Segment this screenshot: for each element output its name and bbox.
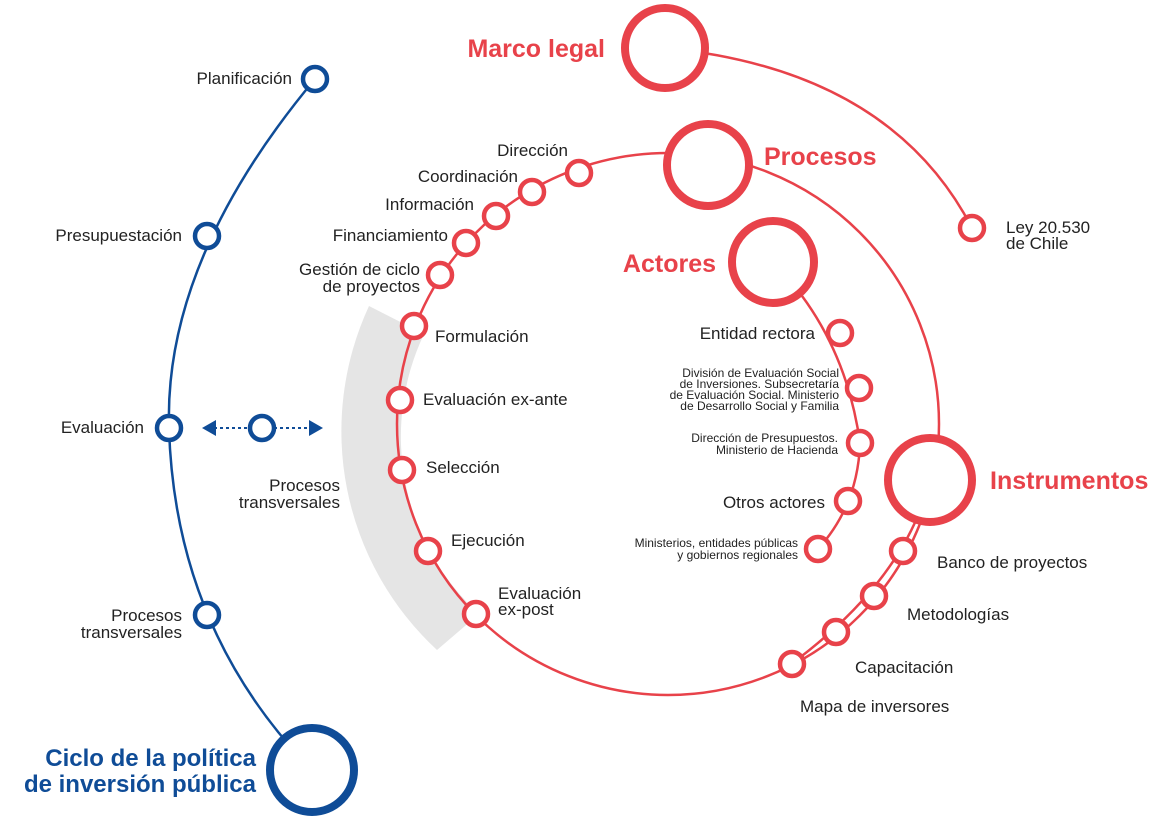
ex-ante-node xyxy=(385,385,415,415)
presupuestacion-node xyxy=(192,221,222,251)
ciclo-title-line1: Ciclo de la política xyxy=(45,745,256,772)
capacitacion-label: Capacitación xyxy=(855,658,953,677)
gestion-label-line1: Gestión de ciclo xyxy=(299,260,420,279)
procesos-node xyxy=(663,120,753,210)
instrumentos-title: Instrumentos xyxy=(990,467,1148,495)
banco-label: Banco de proyectos xyxy=(937,553,1087,572)
division-label-line2: de Inversiones. Subsecretaría xyxy=(680,377,840,391)
ex-post-node xyxy=(461,599,491,629)
transversales-node xyxy=(192,600,222,630)
formulacion-label: Formulación xyxy=(435,327,529,346)
ex-post-label-line2: ex-post xyxy=(498,600,554,619)
ciclo-arc xyxy=(167,78,316,771)
ley-label-line1: Ley 20.530 xyxy=(1006,218,1090,237)
ex-ante-label: Evaluación ex-ante xyxy=(423,390,568,409)
actores-title: Actores xyxy=(623,250,716,278)
ley-node xyxy=(957,213,987,243)
gestion-node xyxy=(425,260,455,290)
division-label-line4: de Desarrollo Social y Familia xyxy=(680,399,839,413)
ministerios-label-line2: y gobiernos regionales xyxy=(677,548,798,562)
ejecucion-label: Ejecución xyxy=(451,531,525,550)
metodologias-label: Metodologías xyxy=(907,605,1009,624)
transversales-label-line2: transversales xyxy=(239,493,340,512)
direccion-presupuestos-line1: Dirección de Presupuestos. xyxy=(691,431,838,445)
mapa-label: Mapa de inversores xyxy=(800,697,949,716)
seleccion-node xyxy=(387,455,417,485)
otros-actores-label: Otros actores xyxy=(723,493,825,512)
arrow-left-icon xyxy=(202,420,216,436)
ciclo-title-line2: de inversión pública xyxy=(24,771,257,798)
direccion-label: Dirección xyxy=(497,141,568,160)
arrow-right-icon xyxy=(309,420,323,436)
financiamiento-node xyxy=(451,228,481,258)
actores-arc xyxy=(772,261,862,550)
marco-legal-arc xyxy=(664,46,974,229)
ejecucion-node xyxy=(413,536,443,566)
division-node xyxy=(844,373,874,403)
informacion-node xyxy=(481,201,511,231)
division-label-line1: División de Evaluación Social xyxy=(682,366,839,380)
ciclo-node xyxy=(266,724,358,816)
metodologias-node xyxy=(859,581,889,611)
ministerios-node xyxy=(803,534,833,564)
planificacion-node xyxy=(300,64,330,94)
transversal-center-node xyxy=(247,413,277,443)
ex-post-label-line1: Evaluación xyxy=(498,584,581,603)
banco-node xyxy=(888,536,918,566)
coordinacion-label: Coordinación xyxy=(418,167,518,186)
entidad-rectora-label: Entidad rectora xyxy=(700,324,816,343)
procesos-title: Procesos xyxy=(764,143,877,171)
direccion-presupuestos-line2: Ministerio de Hacienda xyxy=(716,443,838,457)
direccion-node xyxy=(564,158,594,188)
coordinacion-node xyxy=(517,177,547,207)
ciclo-transversales-line1: Procesos xyxy=(111,606,182,625)
seleccion-label: Selección xyxy=(426,458,500,477)
capacitacion-node xyxy=(821,617,851,647)
ministerios-label-line1: Ministerios, entidades públicas xyxy=(635,536,798,550)
marco-legal-node xyxy=(621,4,709,92)
transversales-label-line1: Procesos xyxy=(269,476,340,495)
informacion-label: Información xyxy=(385,195,474,214)
otros-actores-node xyxy=(833,486,863,516)
instrumentos-node xyxy=(884,434,976,526)
presupuestacion-label: Presupuestación xyxy=(55,226,182,245)
mapa-node xyxy=(777,649,807,679)
planificacion-label: Planificación xyxy=(197,69,292,88)
entidad-rectora-node xyxy=(825,318,855,348)
financiamiento-label: Financiamiento xyxy=(333,226,448,245)
formulacion-node xyxy=(399,311,429,341)
direccion-presupuestos-node xyxy=(845,428,875,458)
evaluacion-label: Evaluación xyxy=(61,418,144,437)
actores-node xyxy=(728,217,818,307)
ciclo-transversales-line2: transversales xyxy=(81,623,182,642)
division-label-line3: de Evaluación Social. Ministerio xyxy=(670,388,840,402)
evaluacion-node xyxy=(154,413,184,443)
ley-label-line2: de Chile xyxy=(1006,234,1068,253)
gestion-label-line2: de proyectos xyxy=(323,277,420,296)
marco-legal-title: Marco legal xyxy=(467,35,605,63)
transversal-band xyxy=(341,306,479,650)
